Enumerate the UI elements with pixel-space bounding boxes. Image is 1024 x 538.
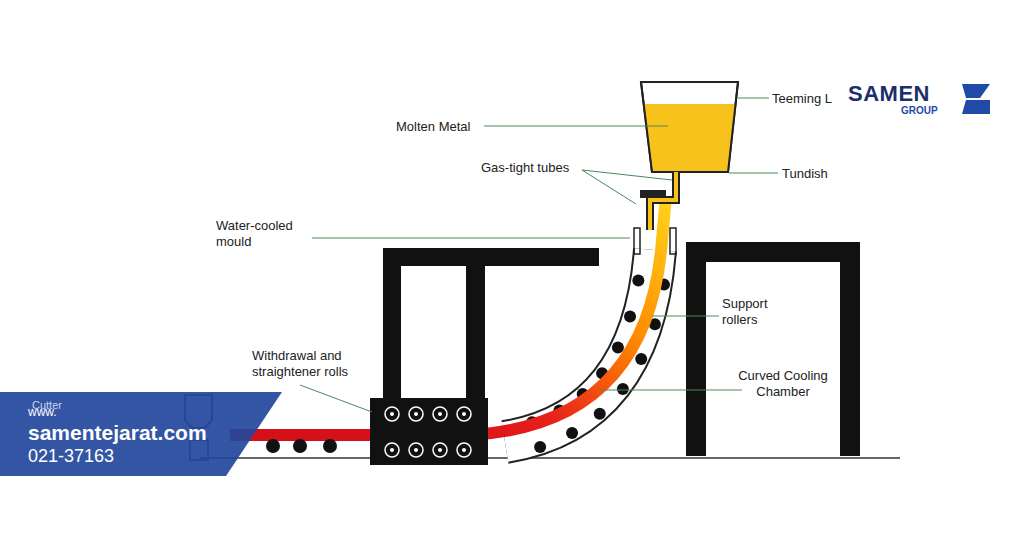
support-roller (617, 383, 629, 395)
support-roller (566, 427, 578, 439)
withdrawal-roll-set (385, 407, 471, 457)
withdrawal-roll (457, 443, 471, 457)
withdrawal-roll (409, 407, 423, 421)
support-roller (632, 274, 644, 286)
withdrawal-roll (433, 443, 447, 457)
runout-rollers (266, 439, 337, 453)
part-label: Teeming L (772, 91, 832, 107)
support-roller (624, 311, 636, 323)
support-roller (612, 341, 624, 353)
support-roller (534, 441, 546, 453)
part-label: Molten Metal (396, 119, 470, 135)
withdrawal-roll (409, 443, 423, 457)
withdrawal-roll (433, 407, 447, 421)
floor-line (200, 457, 900, 459)
web-banner (0, 392, 282, 476)
withdrawal-roll (385, 443, 399, 457)
part-label: Water-cooled mould (216, 218, 316, 251)
withdrawal-rolls (370, 398, 488, 465)
leader-lines (300, 98, 778, 412)
support-roller (635, 353, 647, 365)
tundish (640, 190, 666, 198)
gas-tight-tube (650, 172, 676, 230)
brand-text: SAMEN (848, 80, 930, 108)
molten-metal (643, 104, 736, 171)
mould (634, 228, 640, 254)
brand-text: GROUP (901, 105, 938, 118)
brand-text: 021-37163 (28, 445, 114, 468)
brand-text: www. (28, 405, 57, 420)
part-label: Tundish (782, 166, 828, 182)
brand-text: samentejarat.com (28, 420, 207, 446)
support-roller (594, 408, 606, 420)
logo-mark (962, 84, 990, 114)
part-label: Support rollers (722, 296, 802, 329)
part-label: Gas-tight tubes (481, 160, 569, 176)
part-label: Curved Cooling Chamber (738, 368, 828, 401)
withdrawal-roll (457, 407, 471, 421)
ladle (641, 82, 738, 172)
part-label: Withdrawal and straightener rolls (252, 348, 372, 381)
withdrawal-roll (385, 407, 399, 421)
